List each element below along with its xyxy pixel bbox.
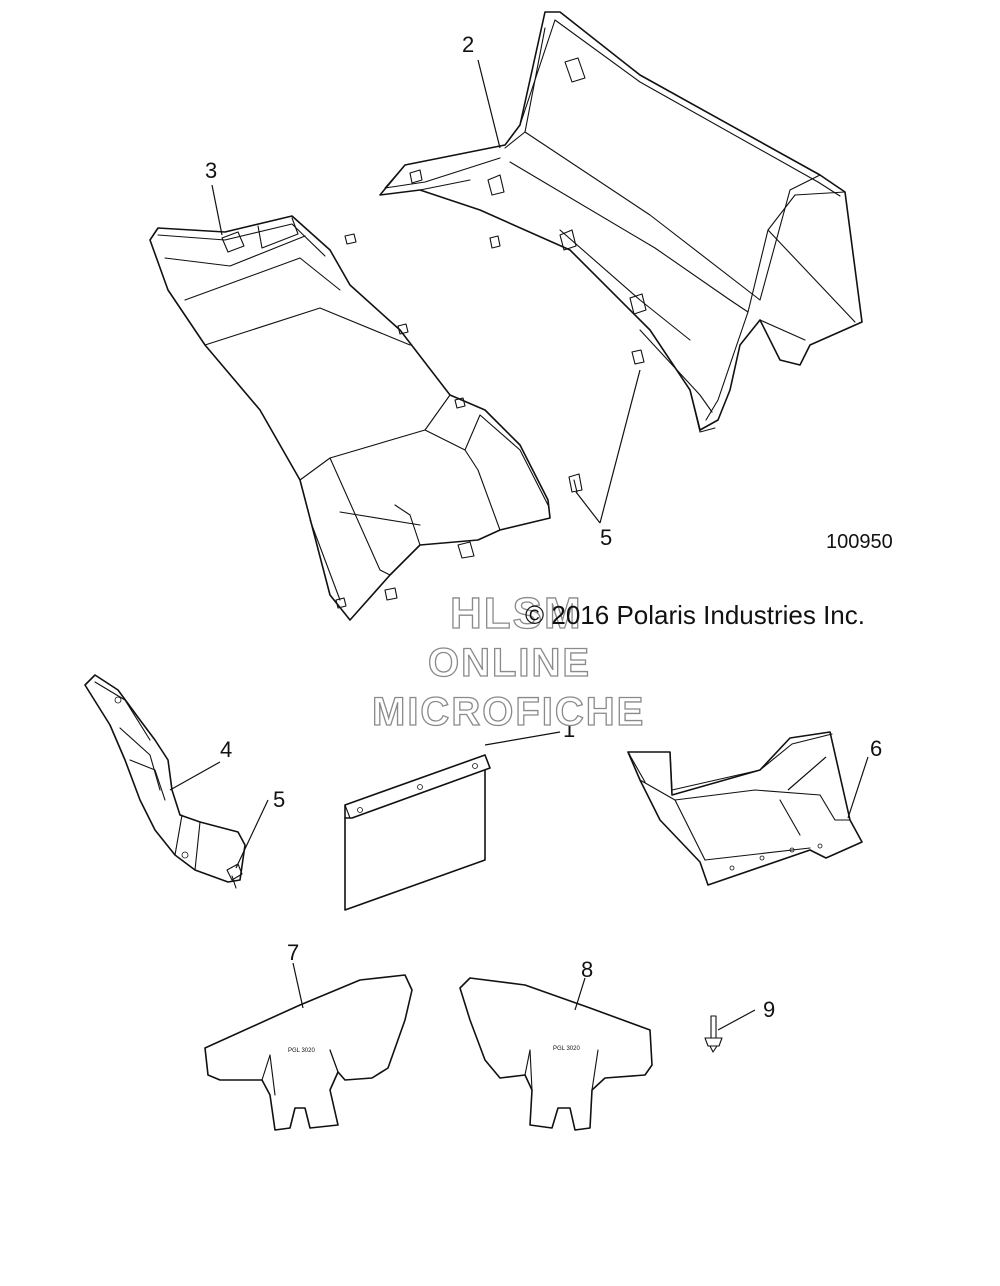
callout-2: 2 bbox=[462, 32, 474, 57]
callout-6: 6 bbox=[870, 736, 882, 761]
part-8-marking: PGL 3020 bbox=[553, 1046, 580, 1052]
callout-7: 7 bbox=[287, 940, 299, 965]
callout-9: 9 bbox=[763, 997, 775, 1022]
part-8-mud-flap-right: PGL 3020 bbox=[459, 977, 653, 1131]
part-2-rear-panel bbox=[379, 11, 863, 433]
callout-3: 3 bbox=[205, 158, 217, 183]
part-4-bracket-flap bbox=[84, 674, 246, 883]
watermark-line-1: HLSM bbox=[450, 589, 583, 638]
watermark-line-2: ONLINE bbox=[428, 641, 591, 685]
callout-5-upper: 5 bbox=[600, 525, 612, 550]
callout-4: 4 bbox=[220, 737, 232, 762]
callout-8: 8 bbox=[581, 957, 593, 982]
part-3-side-panel bbox=[149, 215, 551, 621]
part-7-marking: PGL 3020 bbox=[288, 1048, 315, 1054]
part-7-mud-flap-left: PGL 3020 bbox=[204, 974, 413, 1131]
part-6-tray bbox=[627, 731, 863, 886]
watermark-line-3: MICROFICHE bbox=[372, 690, 645, 734]
fastener-5-upper-set bbox=[568, 349, 645, 493]
drawing-number: 100950 bbox=[826, 531, 893, 553]
leader-lines bbox=[169, 59, 869, 1031]
callout-5-lower: 5 bbox=[273, 787, 285, 812]
part-9-push-rivet bbox=[704, 1015, 723, 1053]
fastener-5-lower bbox=[226, 863, 243, 889]
callout-1: 1 bbox=[563, 717, 575, 742]
copyright-notice: © 2016 Polaris Industries Inc. bbox=[525, 600, 865, 630]
part-1-flap-plate bbox=[344, 754, 491, 911]
